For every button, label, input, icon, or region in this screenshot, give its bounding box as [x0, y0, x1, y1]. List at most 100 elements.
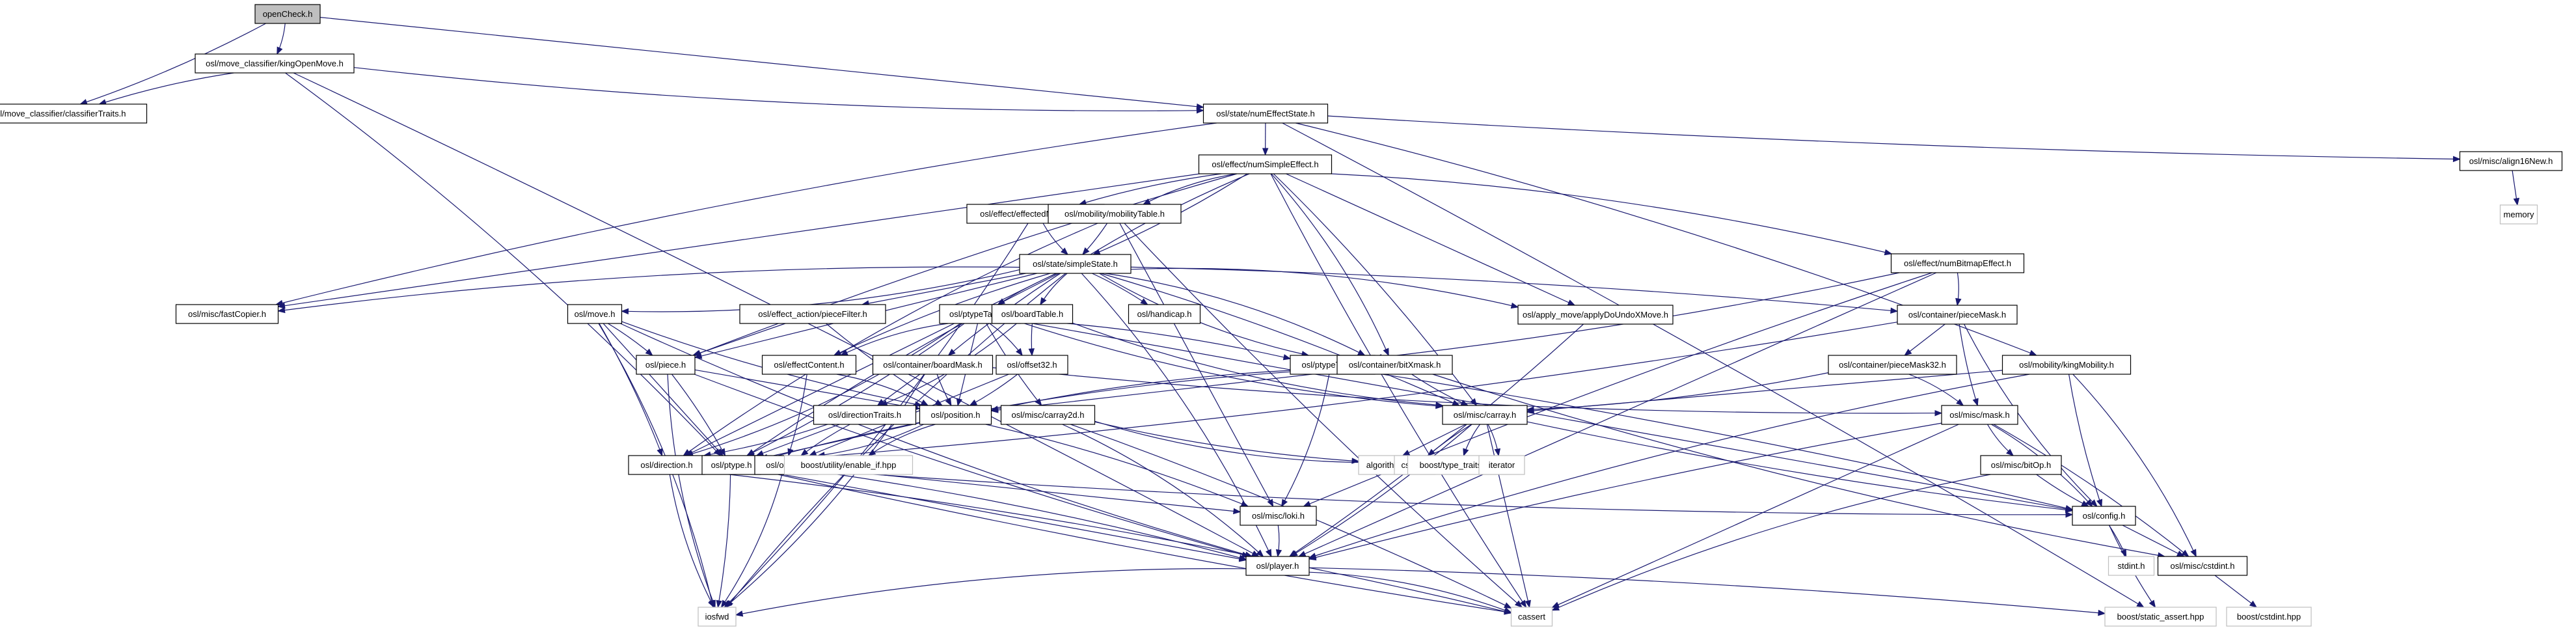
edge-line [1526, 370, 2003, 412]
node-label: boost/static_assert.hpp [2117, 612, 2204, 622]
edge-carray2d-to-cstddef [1094, 420, 1396, 466]
node-offset32[interactable]: osl/offset32.h [996, 355, 1068, 375]
node-classifiertraits[interactable]: osl/move_classifier/classifierTraits.h [0, 103, 148, 124]
node-numsimpleeffect[interactable]: osl/effect/numSimpleEffect.h [1198, 154, 1333, 174]
edge-carray-to-iterator [1487, 424, 1501, 457]
edge-line [99, 72, 234, 105]
node-label: openCheck.h [263, 9, 313, 19]
node-label: osl/misc/mask.h [1949, 410, 2009, 420]
edge-numSimpleEffect-to-mobilityTable [1143, 173, 1237, 205]
edge-player-to-iosfwd [735, 568, 1247, 617]
arrowhead-icon [1262, 148, 1269, 156]
node-effectcontent[interactable]: osl/effectContent.h [761, 355, 857, 375]
node-label: osl/container/boardMask.h [883, 360, 982, 370]
edge-line [1308, 374, 2030, 558]
edge-pieceMask-to-mask [1959, 323, 1979, 407]
node-mobilitytable[interactable]: osl/mobility/mobilityTable.h [1048, 204, 1182, 224]
edge-numEffectState-to-align16New [1327, 115, 2461, 163]
edge-line [1374, 372, 2073, 510]
arrowhead-icon [1290, 550, 1298, 557]
arrowhead-icon [2136, 601, 2145, 608]
node-boardmask[interactable]: osl/container/boardMask.h [872, 355, 994, 375]
node-boardtable[interactable]: osl/boardTable.h [991, 304, 1074, 324]
edge-line [788, 374, 807, 456]
node-label: osl/config.h [2083, 511, 2126, 521]
node-opencheck[interactable]: openCheck.h [254, 4, 321, 24]
node-kingmobility[interactable]: osl/mobility/kingMobility.h [2001, 355, 2132, 375]
node-piece[interactable]: osl/piece.h [636, 355, 696, 375]
node-ptype[interactable]: osl/ptype.h [701, 455, 761, 475]
node-simplestate[interactable]: osl/state/simpleState.h [1019, 254, 1132, 274]
edge-pieceFilter-to-piece [692, 323, 786, 357]
arrowhead-icon [755, 450, 765, 456]
node-handicap[interactable]: osl/handicap.h [1128, 304, 1201, 324]
node-align16new[interactable]: osl/misc/align16New.h [2459, 151, 2563, 171]
node-numbitmapeffect[interactable]: osl/effect/numBitmapEffect.h [1890, 253, 2025, 273]
edge-line [603, 323, 724, 456]
arrowhead-icon [920, 399, 929, 406]
edge-line [1143, 173, 1237, 205]
arrowhead-icon [867, 449, 876, 456]
node-box [1890, 253, 2025, 273]
node-piecefilter[interactable]: osl/effect_action/pieceFilter.h [739, 304, 886, 324]
edge-offset-to-player [817, 471, 1247, 561]
arrowhead-icon [1035, 398, 1042, 407]
node-move[interactable]: osl/move.h [567, 304, 623, 324]
arrowhead-icon [2090, 499, 2098, 507]
node-label: cassert [1518, 612, 1545, 622]
edge-line [685, 273, 1057, 456]
arrowhead-icon [692, 350, 701, 357]
node-cstdint[interactable]: osl/misc/cstdint.h [2157, 556, 2248, 576]
node-label: osl/mobility/kingMobility.h [2019, 360, 2114, 370]
edge-mask-to-cstdint [1993, 424, 2190, 557]
edge-numBitmapEffect-to-pieceMask [1955, 272, 1962, 307]
node-box [1980, 455, 2062, 475]
edge-line [694, 374, 1249, 557]
edge-simpleState-to-pieceMask [1130, 266, 1899, 314]
node-bitop[interactable]: osl/misc/bitOp.h [1980, 455, 2062, 475]
node-direction[interactable]: osl/direction.h [628, 455, 705, 475]
node-directiontraits[interactable]: osl/directionTraits.h [813, 405, 917, 425]
arrowhead-icon [1240, 500, 1249, 507]
edge-simpleState-to-boardTable [1040, 273, 1068, 306]
node-box [2072, 506, 2136, 526]
edge-line [621, 269, 1020, 312]
node-player[interactable]: osl/player.h [1245, 556, 1310, 576]
edge-openCheck-to-numEffectState [319, 17, 1204, 110]
node-applydoundoxmove[interactable]: osl/apply_move/applyDoUndoXMove.h [1517, 305, 1674, 325]
node-position[interactable]: osl/position.h [919, 405, 992, 425]
node-label: osl/position.h [931, 410, 981, 420]
node-kingopenmove[interactable]: osl/move_classifier/kingOpenMove.h [195, 53, 355, 74]
edge-line [836, 374, 929, 406]
node-numeffectstate[interactable]: osl/state/numEffectState.h [1202, 103, 1329, 124]
edge-numEffectState-to-numSimpleEffect [1262, 122, 1269, 156]
node-fastcopier[interactable]: osl/misc/fastCopier.h [175, 304, 279, 324]
edge-mask-to-player [1308, 422, 1942, 561]
edge-simpleState-to-fastCopier [277, 266, 1020, 314]
node-mask[interactable]: osl/misc/mask.h [1941, 405, 2018, 425]
arrowhead-icon [724, 600, 733, 608]
node-box [2459, 151, 2563, 171]
node-label: osl/directionTraits.h [828, 410, 901, 420]
node-box [1941, 405, 2018, 425]
arrowhead-icon [735, 610, 744, 617]
edge-line [1271, 173, 1389, 356]
arrowhead-icon [2513, 197, 2520, 206]
node-bitxmask[interactable]: osl/container/bitXmask.h [1336, 355, 1453, 375]
node-carray[interactable]: osl/misc/carray.h [1442, 405, 1528, 425]
node-loki[interactable]: osl/misc/loki.h [1240, 506, 1317, 526]
arrowhead-icon [645, 348, 653, 356]
node-carray2d[interactable]: osl/misc/carray2d.h [1000, 405, 1096, 425]
node-piecemask32[interactable]: osl/container/pieceMask32.h [1828, 355, 1957, 375]
edge-line [694, 173, 1238, 356]
node-box [783, 455, 914, 475]
node-box [1048, 204, 1182, 224]
node-box [996, 355, 1068, 375]
edge-ptype-to-config [760, 465, 2074, 518]
arrowhead-icon [1256, 549, 1264, 557]
arrowhead-icon [1238, 555, 1247, 561]
arrowhead-icon [1503, 607, 1512, 614]
node-config[interactable]: osl/config.h [2072, 506, 2136, 526]
arrowhead-icon [1233, 508, 1241, 515]
node-piecemask[interactable]: osl/container/pieceMask.h [1897, 305, 2018, 325]
